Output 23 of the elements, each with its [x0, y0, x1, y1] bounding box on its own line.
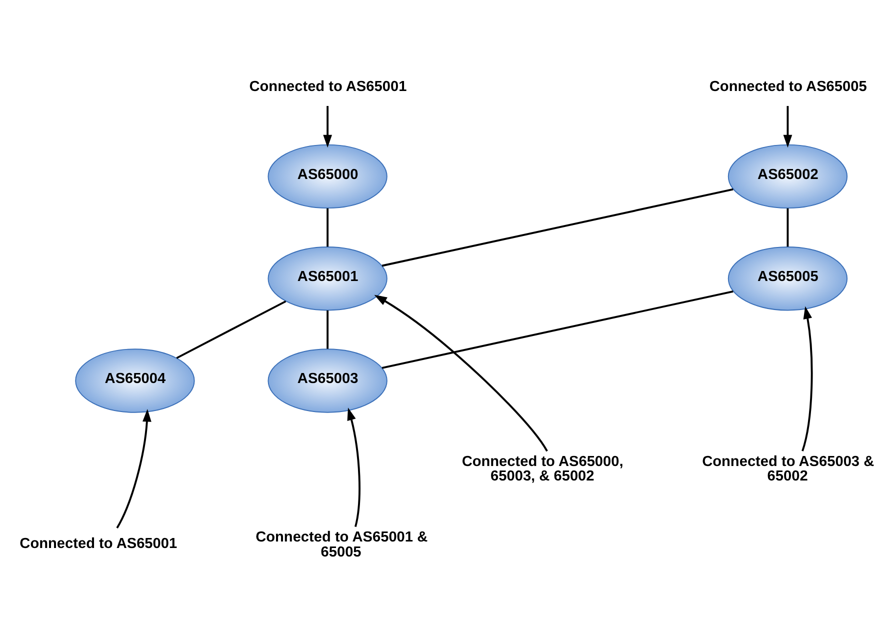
connector [176, 300, 286, 359]
arrow [802, 306, 813, 452]
node-ellipse: AS65004 [75, 348, 195, 413]
node-text: Connected to AS65001 [249, 78, 407, 95]
arrow [374, 294, 548, 452]
connector [326, 208, 329, 247]
connector [326, 310, 329, 349]
node-ellipse: AS65005 [728, 246, 848, 311]
node-ellipse: AS65002 [728, 144, 848, 209]
connector [786, 208, 789, 247]
node-text: Connected to AS65005 [709, 78, 867, 95]
node-text: Connected to AS65000, 65003, & 65002 [462, 454, 624, 484]
arrow [347, 408, 360, 527]
node-ellipse: AS65003 [268, 348, 388, 413]
connector [382, 290, 734, 369]
connector [382, 188, 734, 267]
node-ellipse: AS65000 [268, 144, 388, 209]
node-text: Connected to AS65001 [20, 536, 178, 552]
node-text: Connected to AS65001 & 65005 [256, 530, 428, 560]
arrow [783, 106, 792, 148]
node-text: Connected to AS65003 & 65002 [702, 454, 874, 484]
arrow [116, 409, 152, 528]
arrow [323, 106, 332, 148]
